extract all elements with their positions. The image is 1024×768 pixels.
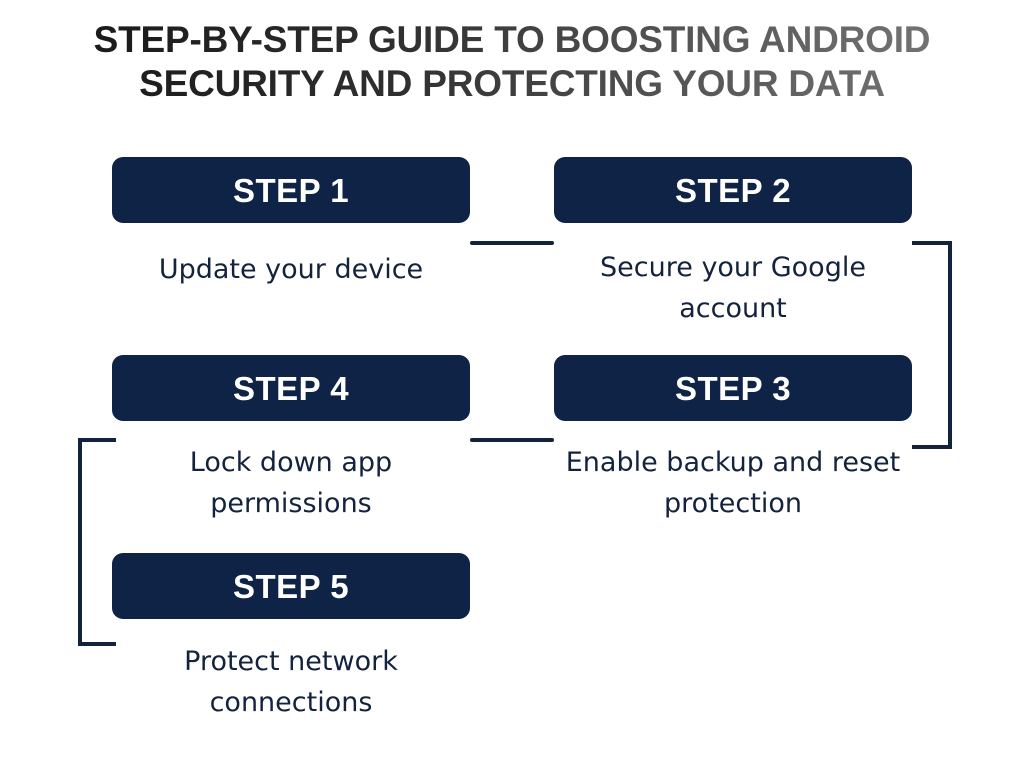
- step-caption-2: Secure your Google account: [600, 252, 866, 324]
- page-title-line-1: STEP-BY-STEP GUIDE TO BOOSTING ANDROID: [0, 18, 1024, 62]
- step-box-3-label: STEP 3: [674, 369, 792, 407]
- step-box-4-label: STEP 4: [232, 369, 350, 407]
- page-title-line-2: SECURITY AND PROTECTING YOUR DATA: [0, 62, 1024, 106]
- connector-step4-step5-bracket: [78, 438, 116, 646]
- connector-step4-step3: [470, 438, 554, 442]
- connector-step1-step2: [470, 241, 554, 245]
- step-box-5-label: STEP 5: [232, 567, 350, 605]
- step-box-2[interactable]: STEP 2: [554, 157, 912, 223]
- step-box-2-label: STEP 2: [674, 171, 792, 209]
- page-title: STEP-BY-STEP GUIDE TO BOOSTING ANDROID S…: [0, 18, 1024, 106]
- step-caption-5: Protect network connections: [184, 646, 398, 718]
- step-box-4[interactable]: STEP 4: [112, 355, 470, 421]
- step-box-5[interactable]: STEP 5: [112, 553, 470, 619]
- step-caption-3: Enable backup and reset protection: [565, 447, 901, 519]
- step-caption-1: Update your device: [158, 254, 424, 285]
- step-box-1-label: STEP 1: [232, 171, 350, 209]
- connector-step2-step3-bracket: [912, 241, 952, 449]
- step-box-1[interactable]: STEP 1: [112, 157, 470, 223]
- step-box-3[interactable]: STEP 3: [554, 355, 912, 421]
- step-caption-4: Lock down app permissions: [189, 447, 393, 519]
